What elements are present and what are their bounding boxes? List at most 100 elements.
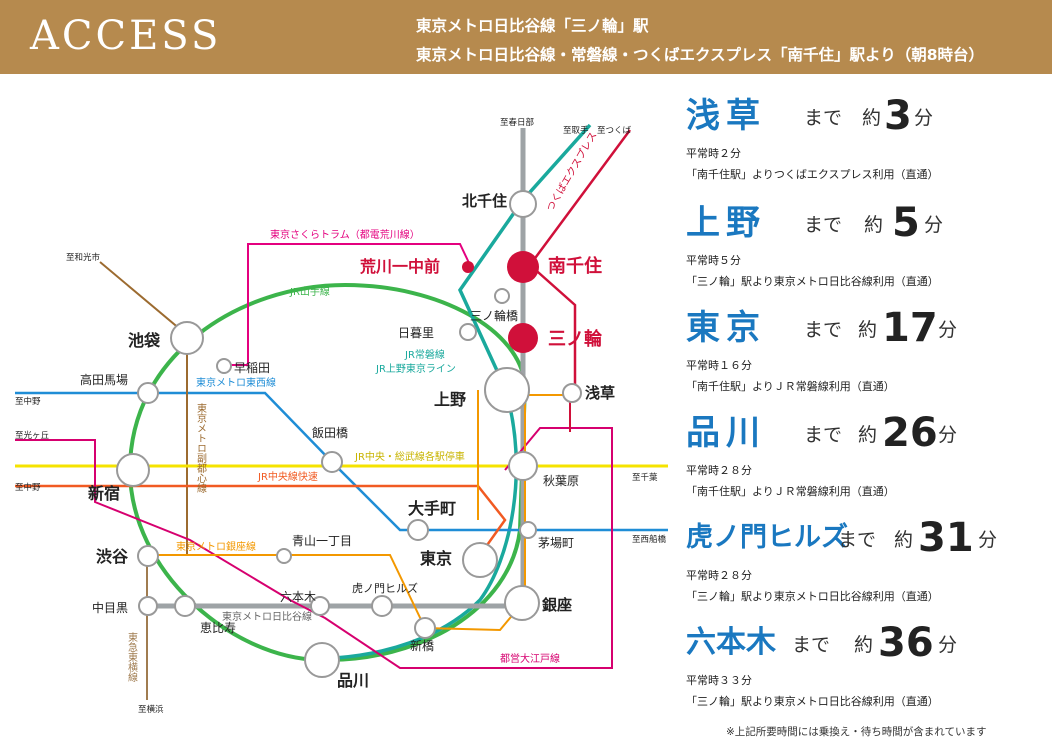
dest-normal: 平常時１６分 bbox=[686, 359, 752, 372]
label-chuo: JR中央線快速 bbox=[257, 470, 318, 483]
dest-fun: 分 bbox=[914, 107, 934, 129]
dir-nishifunabashi: 至西船橋 bbox=[632, 534, 667, 545]
dest-yaku: 約 bbox=[864, 214, 884, 236]
label-tsukuba: つくばエクスプレス bbox=[544, 130, 599, 214]
dir-wako: 至和光市 bbox=[66, 252, 101, 263]
label-iidabashi: 飯田橋 bbox=[312, 425, 348, 440]
dir-hikarigaoka: 至光ヶ丘 bbox=[15, 430, 50, 441]
label-ikebukuro: 池袋 bbox=[128, 331, 161, 350]
label-yamanote: JR山手線 bbox=[289, 285, 330, 298]
dest-fun: 分 bbox=[978, 529, 998, 551]
label-shimbashi: 新橋 bbox=[410, 638, 434, 653]
dest-normal: 平常時２８分 bbox=[686, 464, 752, 477]
dest-yaku: 約 bbox=[894, 529, 914, 551]
dest-route: 「三ノ輪」駅より東京メトロ日比谷線利用（直通） bbox=[686, 695, 939, 708]
station-takadanobaba-dot bbox=[137, 382, 159, 404]
label-sakura: 東京さくらトラム（都電荒川線） bbox=[270, 228, 420, 241]
dir-nakano: 至中野 bbox=[15, 396, 41, 407]
dest-name: 上野 bbox=[686, 203, 766, 243]
header-line-2: 東京メトロ日比谷線・常磐線・つくばエクスプレス「南千住」駅より（朝8時台） bbox=[416, 46, 985, 64]
label-akihabara: 秋葉原 bbox=[543, 474, 579, 488]
dest-yaku: 約 bbox=[862, 107, 882, 129]
dest-route: 「南千住駅」よりＪＲ常磐線利用（直通） bbox=[686, 380, 895, 393]
station-kitasenju-dot bbox=[509, 190, 537, 218]
station-shinagawa-dot bbox=[304, 642, 340, 678]
dest-fun: 分 bbox=[938, 634, 958, 656]
label-ginzaline: 東京メトロ銀座線 bbox=[176, 540, 256, 553]
dest-fun: 分 bbox=[938, 424, 958, 446]
label-minamisenju: 南千住 bbox=[548, 255, 602, 277]
station-minowa-dot bbox=[508, 323, 538, 353]
label-aoyama: 青山一丁目 bbox=[292, 534, 352, 548]
dest-made: まで bbox=[804, 107, 843, 129]
label-uenotokyo: JR上野東京ライン bbox=[375, 362, 456, 375]
label-shibuya: 渋谷 bbox=[96, 547, 129, 566]
label-ebisu: 恵比寿 bbox=[200, 621, 236, 635]
header-line-1: 東京メトロ日比谷線「三ノ輪」駅 bbox=[416, 17, 649, 35]
label-shinagawa: 品川 bbox=[337, 671, 369, 690]
station-otemachi-dot bbox=[407, 519, 429, 541]
dir-toride: 至取手 bbox=[563, 125, 589, 136]
dir-yokohama: 至横浜 bbox=[138, 704, 164, 714]
station-tokyo-dot bbox=[462, 542, 498, 578]
label-kayabacho: 茅場町 bbox=[538, 536, 574, 550]
dest-name: 浅草 bbox=[686, 96, 766, 136]
dest-asakusa: 浅草 まで 約 3 分 平常時２分 「南千住駅」よりつくばエクスプレス利用（直通… bbox=[686, 93, 939, 182]
dest-toranomon: 虎ノ門ヒルズ まで 約 31 分 平常時２８分 「三ノ輪」駅より東京メトロ日比谷… bbox=[686, 515, 997, 604]
header-bar: ACCESS 東京メトロ日比谷線「三ノ輪」駅 東京メトロ日比谷線・常磐線・つくば… bbox=[0, 0, 1052, 74]
dest-minutes: 31 bbox=[918, 515, 974, 561]
station-shimbashi-dot bbox=[414, 617, 436, 639]
dest-shinagawa: 品川 まで 約 26 分 平常時２８分 「南千住駅」よりＪＲ常磐線利用（直通） bbox=[686, 410, 957, 499]
station-minamisenju-dot bbox=[507, 251, 539, 283]
dest-fun: 分 bbox=[938, 319, 958, 341]
dest-minutes: 3 bbox=[884, 93, 912, 139]
dest-tokyo: 東京 まで 約 17 分 平常時１６分 「南千住駅」よりＪＲ常磐線利用（直通） bbox=[686, 305, 957, 394]
station-roppongi-dot bbox=[310, 596, 330, 616]
label-tozai: 東京メトロ東西線 bbox=[196, 376, 276, 389]
station-minowabashi-dot bbox=[494, 288, 510, 304]
label-toranomon: 虎ノ門ヒルズ bbox=[352, 581, 418, 595]
label-ueno: 上野 bbox=[434, 390, 466, 409]
footnote: ※上記所要時間には乗換え・待ち時間が含まれています bbox=[726, 726, 987, 738]
dir-tsukuba: 至つくば bbox=[597, 126, 632, 136]
station-shinjuku-dot bbox=[116, 453, 150, 487]
label-asakusa: 浅草 bbox=[585, 384, 615, 402]
dest-name: 品川 bbox=[686, 413, 766, 453]
dest-name: 東京 bbox=[686, 308, 766, 348]
dest-normal: 平常時２分 bbox=[686, 147, 741, 160]
dest-yaku: 約 bbox=[854, 634, 874, 656]
dest-name: 六本木 bbox=[686, 625, 776, 660]
station-toranomon-dot bbox=[371, 595, 393, 617]
line-tsukuba bbox=[528, 129, 632, 390]
station-akihabara-dot bbox=[508, 451, 538, 481]
line-joban bbox=[334, 123, 592, 660]
dest-normal: 平常時３３分 bbox=[686, 674, 752, 687]
dest-normal: 平常時２８分 bbox=[686, 569, 752, 582]
dest-normal: 平常時５分 bbox=[686, 254, 741, 267]
dir-kasukabe: 至春日部 bbox=[500, 117, 535, 128]
label-takadanobaba: 高田馬場 bbox=[80, 372, 128, 387]
dest-minutes: 26 bbox=[882, 410, 938, 456]
line-chuo bbox=[15, 484, 507, 556]
label-shinjuku: 新宿 bbox=[88, 484, 120, 503]
dest-route: 「三ノ輪」駅より東京メトロ日比谷線利用（直通） bbox=[686, 590, 939, 603]
dest-ueno: 上野 まで 約 5 分 平常時５分 「三ノ輪」駅より東京メトロ日比谷線利用（直通… bbox=[686, 200, 943, 289]
dest-minutes: 17 bbox=[882, 305, 938, 351]
dest-yaku: 約 bbox=[858, 424, 878, 446]
station-waseda-dot bbox=[216, 358, 232, 374]
label-tokyo: 東京 bbox=[420, 549, 452, 568]
dest-minutes: 36 bbox=[878, 620, 934, 666]
dest-route: 「三ノ輪」駅より東京メトロ日比谷線利用（直通） bbox=[686, 275, 939, 288]
label-kitasenju: 北千住 bbox=[462, 192, 507, 210]
dest-route: 「南千住駅」よりつくばエクスプレス利用（直通） bbox=[686, 168, 939, 181]
label-ginza: 銀座 bbox=[542, 596, 572, 614]
dest-fun: 分 bbox=[924, 214, 944, 236]
label-nakameguro: 中目黒 bbox=[92, 600, 128, 615]
dest-minutes: 5 bbox=[892, 200, 920, 246]
station-arakawa-dot bbox=[462, 261, 474, 273]
station-nakameguro-dot bbox=[138, 596, 158, 616]
dest-yaku: 約 bbox=[858, 319, 878, 341]
label-joban: JR常磐線 bbox=[404, 348, 445, 361]
dest-made: まで bbox=[804, 214, 843, 236]
label-nippori: 日暮里 bbox=[398, 326, 434, 340]
